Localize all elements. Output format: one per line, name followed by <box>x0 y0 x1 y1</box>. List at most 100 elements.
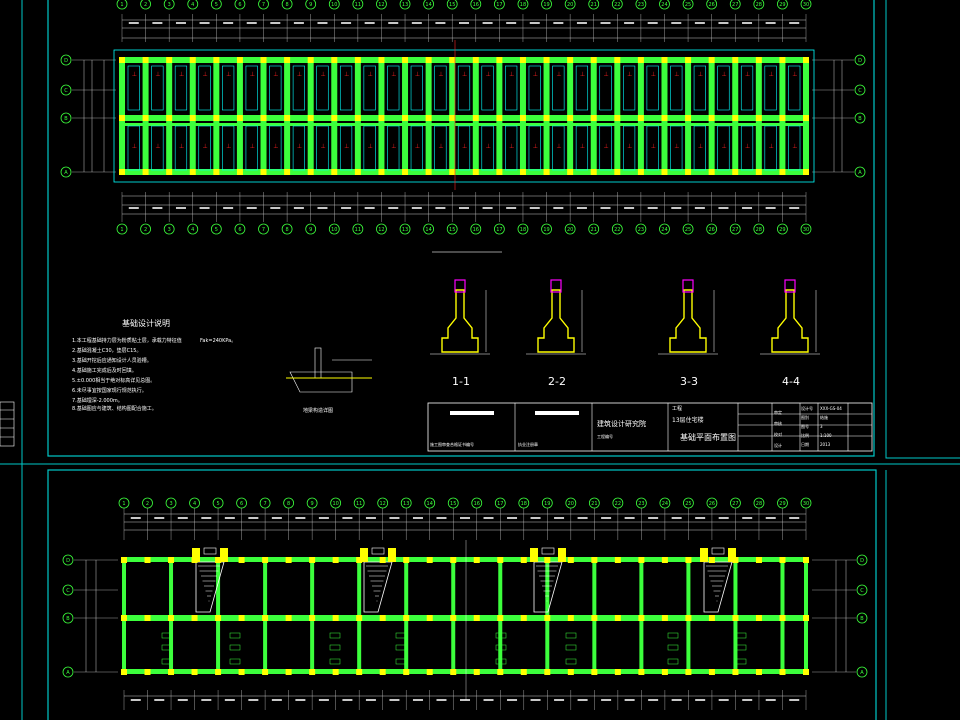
column <box>614 669 621 675</box>
column <box>496 169 503 175</box>
pad-footing <box>481 65 494 111</box>
dim-text <box>671 207 682 209</box>
svg-text:10: 10 <box>331 2 337 8</box>
column <box>168 669 175 675</box>
axis-bubble-bottom: 21 <box>588 223 600 235</box>
footing-mark: ⊥ <box>509 143 514 150</box>
svg-text:19: 19 <box>544 501 550 507</box>
svg-text:27: 27 <box>732 2 738 8</box>
svg-text:A: A <box>858 170 862 176</box>
column <box>708 115 715 121</box>
footing-mark: ⊥ <box>792 71 797 78</box>
axis-bubble-top: 6 <box>234 0 246 10</box>
axis-bubble-bottom: 7 <box>258 223 269 235</box>
pad-footing <box>292 125 305 171</box>
column <box>142 169 149 175</box>
axis-bubble-top: 22 <box>611 0 623 10</box>
column <box>590 169 597 175</box>
column <box>708 169 715 175</box>
dim-text <box>601 699 612 701</box>
pad-footing <box>387 65 400 111</box>
column <box>779 115 786 121</box>
svg-text:20: 20 <box>567 227 573 233</box>
axis-bubble-top: 30 <box>800 497 812 509</box>
column <box>378 169 385 175</box>
axis-bubble-top: 26 <box>706 497 718 509</box>
column <box>661 557 668 563</box>
column <box>284 115 291 121</box>
dim-text <box>742 699 753 701</box>
column <box>119 169 125 175</box>
tb-field-v-3: 3 <box>820 424 823 429</box>
axis-bubble-bottom: 8 <box>281 223 293 235</box>
dim-text <box>576 22 587 24</box>
dim-text <box>341 22 352 24</box>
dim-text <box>199 207 210 209</box>
footing-mark: ⊥ <box>273 143 278 150</box>
section-outline <box>537 289 575 353</box>
pad-footing <box>457 125 471 171</box>
door-tag <box>667 658 679 665</box>
column <box>567 115 574 121</box>
left-strip-block <box>0 401 15 447</box>
dim-text <box>460 699 470 701</box>
column <box>189 57 196 63</box>
column <box>520 669 527 675</box>
column <box>520 557 527 563</box>
svg-text:B: B <box>858 116 862 122</box>
pad-footing <box>623 65 636 111</box>
column <box>402 57 409 63</box>
tb-role-1: 审定 <box>774 409 782 415</box>
column <box>142 115 149 121</box>
dim-text <box>246 22 257 24</box>
dim-text <box>175 22 186 24</box>
column <box>661 615 668 621</box>
pad-footing <box>764 125 777 171</box>
column <box>285 615 292 621</box>
column <box>708 557 715 563</box>
dim-text <box>554 517 565 519</box>
door-tag <box>395 632 407 639</box>
footing-mark: ⊥ <box>580 143 585 150</box>
dim-text <box>364 207 375 209</box>
footing-mark: ⊥ <box>438 143 443 150</box>
pad-footing <box>552 125 565 171</box>
tb-stamp-2 <box>535 411 579 415</box>
svg-text:8: 8 <box>286 227 289 233</box>
dim-text <box>507 699 518 701</box>
column <box>307 57 314 63</box>
stair-column <box>530 548 538 562</box>
dim-text <box>648 699 659 701</box>
column <box>403 669 410 675</box>
pad-footing <box>717 125 730 171</box>
svg-text:16: 16 <box>474 501 480 507</box>
column <box>497 669 504 675</box>
column <box>567 669 574 675</box>
axis-bubble-bottom: 28 <box>753 223 765 235</box>
dim-text <box>671 517 682 519</box>
axis-bubble-top: 22 <box>612 497 624 509</box>
footing-mark: ⊥ <box>674 71 679 78</box>
column <box>426 615 433 621</box>
pad-footing <box>646 65 659 111</box>
section-outline <box>441 289 479 353</box>
column <box>238 615 245 621</box>
svg-text:12: 12 <box>378 227 384 233</box>
column <box>378 115 385 121</box>
column <box>473 615 480 621</box>
pad-footing <box>481 125 494 171</box>
dim-text <box>695 517 706 519</box>
row-bubble-right: C <box>856 584 868 596</box>
dim-text <box>389 699 400 701</box>
column <box>331 57 338 63</box>
pad-footing <box>363 65 376 111</box>
stair-column <box>388 548 396 562</box>
frame-top-outer <box>47 0 875 457</box>
wall-h <box>122 669 808 674</box>
dim-text <box>389 517 400 519</box>
column <box>449 169 456 175</box>
axis-bubble-top: 25 <box>683 497 694 509</box>
axis-bubble-top: 30 <box>800 0 812 10</box>
svg-text:13: 13 <box>403 501 409 507</box>
